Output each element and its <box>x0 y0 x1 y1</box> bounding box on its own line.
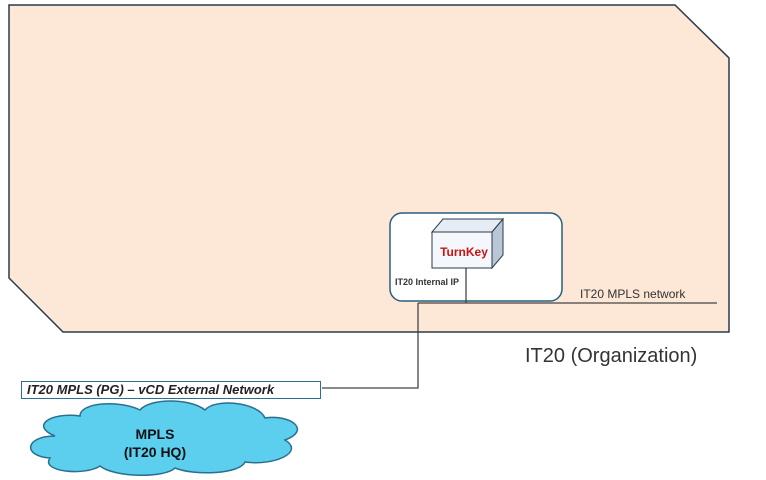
organization-boundary <box>8 4 730 333</box>
cloud-title: MPLS <box>135 426 175 442</box>
organization-title: IT20 (Organization) <box>525 345 698 367</box>
external-network-box <box>21 381 321 399</box>
internal-network-label: IT20 MPLS network <box>580 287 686 301</box>
mpls-cloud <box>29 400 299 476</box>
turnkey-vm-box <box>430 217 505 270</box>
internal-ip-label: IT20 Internal IP <box>395 277 460 287</box>
external-network-label: IT20 MPLS (PG) – vCD External Network <box>27 382 275 397</box>
turnkey-vm-label: TurnKey <box>440 245 488 259</box>
cloud-subtitle: (IT20 HQ) <box>123 444 187 460</box>
external-network-connector <box>322 303 419 389</box>
